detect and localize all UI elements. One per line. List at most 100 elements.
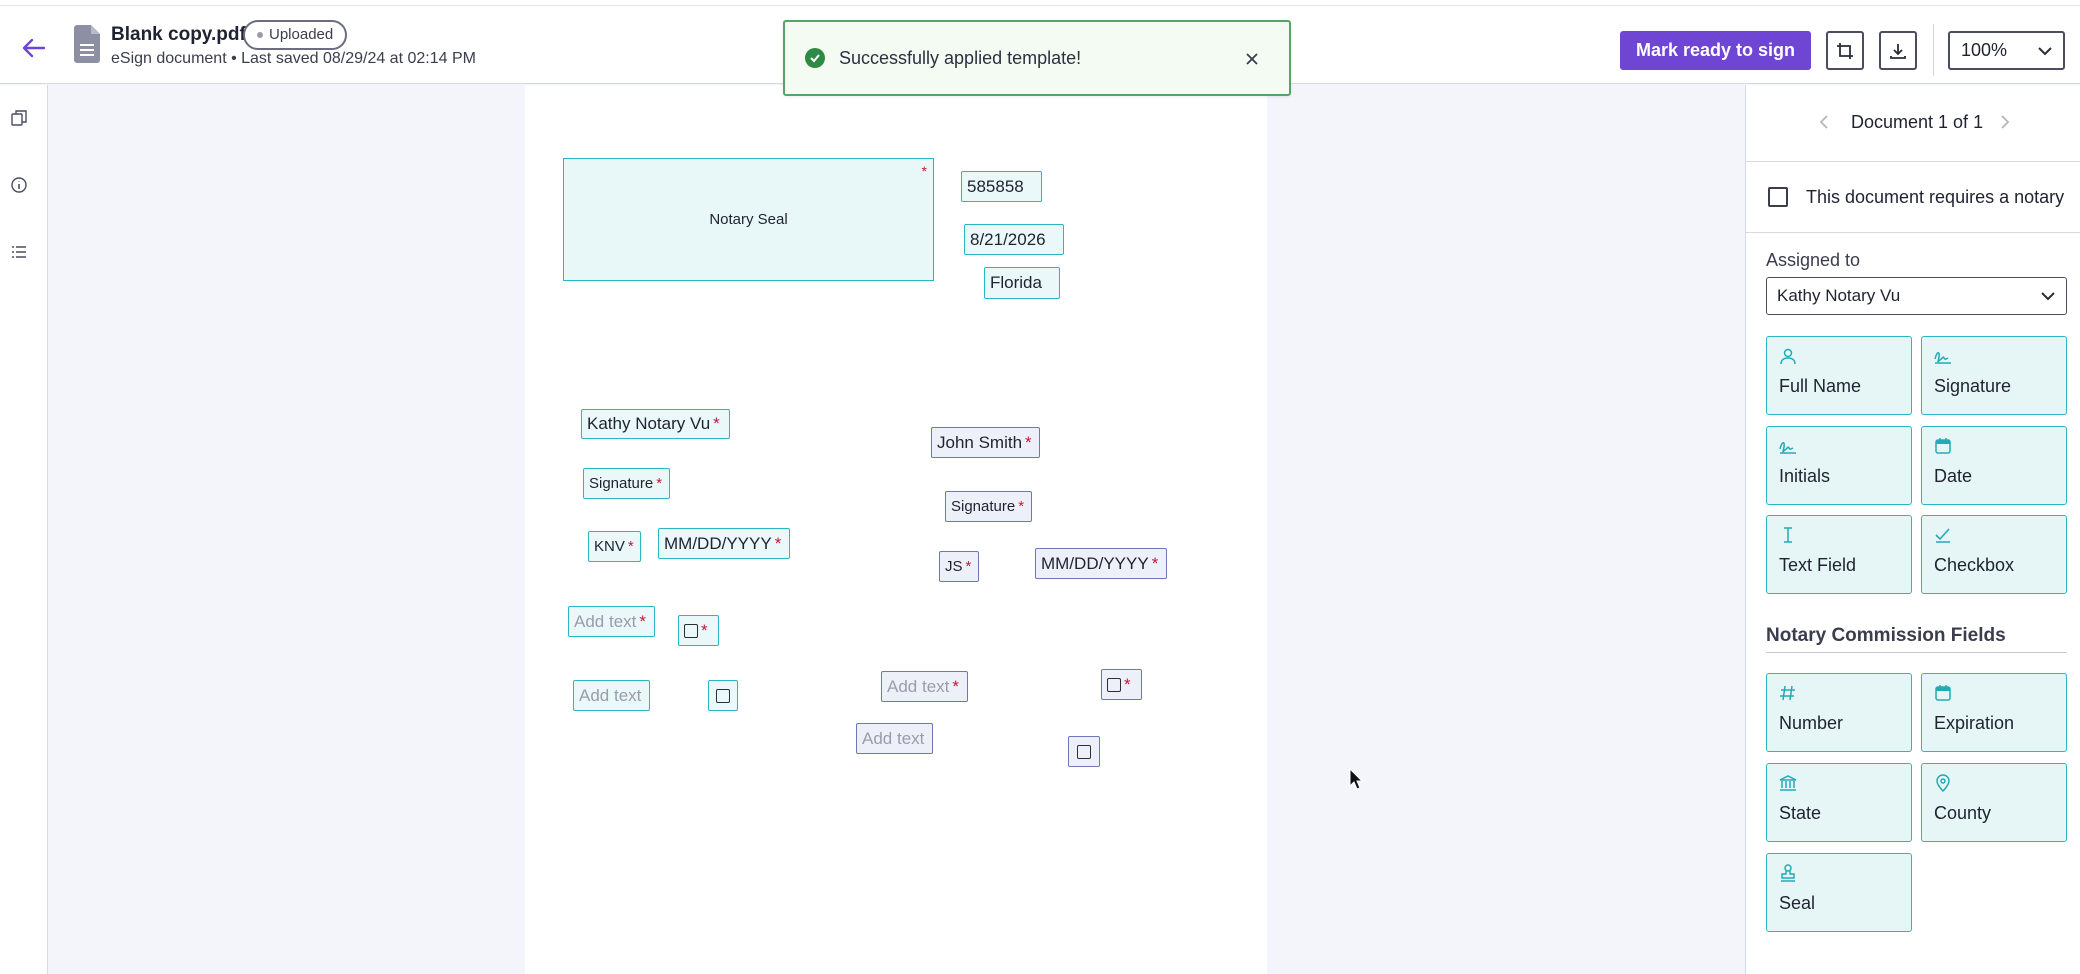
- zoom-value: 100%: [1961, 40, 2008, 60]
- commission-card-label: State: [1779, 803, 1822, 823]
- required-mark: *: [952, 676, 959, 696]
- notary-required-row: This document requires a notary: [1746, 163, 2080, 233]
- field-card-initials[interactable]: Initials: [1766, 426, 1912, 505]
- notary-required-checkbox[interactable]: [1768, 187, 1788, 207]
- document-title: Blank copy.pdf: [111, 24, 246, 45]
- field-card-label: Text Field: [1779, 555, 1857, 575]
- commission-card-expiration[interactable]: Expiration: [1921, 673, 2067, 752]
- commission-card-label: County: [1934, 803, 1992, 823]
- calendar-icon: [1935, 438, 1951, 454]
- chevron-right-icon[interactable]: [2000, 114, 2010, 130]
- required-mark: *: [774, 533, 782, 553]
- commission-card-label: Seal: [1779, 893, 1816, 913]
- hash-icon: [1780, 685, 1795, 701]
- download-button[interactable]: [1879, 31, 1917, 70]
- notary-name-field[interactable]: Kathy Notary Vu*: [581, 409, 730, 439]
- chevron-left-icon[interactable]: [1819, 114, 1829, 130]
- notary-seal-field[interactable]: Notary Seal *: [563, 158, 934, 281]
- assigned-to-value: Kathy Notary Vu: [1777, 286, 1901, 305]
- signer-checkbox-required[interactable]: *: [1101, 669, 1142, 700]
- checkbox-icon: [716, 688, 730, 703]
- required-mark: *: [701, 620, 708, 640]
- checkmark-icon: [1935, 528, 1950, 543]
- fields-panel: Document 1 of 1 This document requires a…: [1745, 85, 2080, 974]
- success-check-icon: [805, 48, 825, 68]
- chevron-down-icon: [2041, 292, 2055, 301]
- notary-checkbox[interactable]: [708, 680, 738, 711]
- bank-icon: [1779, 775, 1797, 791]
- signer-text-field-required[interactable]: Add text*: [881, 671, 968, 702]
- field-card-full-name[interactable]: Full Name: [1766, 336, 1912, 415]
- required-mark: *: [1124, 674, 1131, 694]
- signer-checkbox[interactable]: [1068, 736, 1100, 767]
- notary-signature-label: Signature: [589, 475, 654, 492]
- signer-signature-field[interactable]: Signature*: [945, 491, 1032, 522]
- signer-initials-value: JS: [945, 558, 963, 575]
- notary-text-field-required[interactable]: Add text*: [568, 606, 655, 637]
- crop-button[interactable]: [1826, 31, 1864, 70]
- toast-close-button[interactable]: [1241, 48, 1263, 70]
- mark-ready-button[interactable]: Mark ready to sign: [1620, 31, 1811, 70]
- required-mark: *: [1018, 498, 1025, 515]
- required-mark: *: [713, 414, 720, 433]
- status-dot-icon: [257, 32, 263, 38]
- commission-expiration-value: 8/21/2026: [970, 229, 1046, 249]
- left-toolbar: [0, 85, 48, 974]
- assigned-to-select[interactable]: Kathy Notary Vu: [1766, 277, 2067, 315]
- arrow-left-icon: [22, 38, 46, 58]
- field-card-label: Checkbox: [1934, 555, 2015, 575]
- notary-initials-value: KNV: [594, 538, 625, 555]
- notary-date-field[interactable]: MM/DD/YYYY*: [658, 528, 790, 559]
- signature-icon: [1934, 352, 1951, 364]
- field-card-checkbox[interactable]: Checkbox: [1921, 515, 2067, 594]
- commission-card-label: Number: [1779, 713, 1844, 733]
- field-card-signature[interactable]: Signature: [1921, 336, 2067, 415]
- zoom-select[interactable]: 100%: [1948, 31, 2065, 70]
- assigned-to-label: Assigned to: [1766, 250, 1861, 270]
- required-mark: *: [639, 611, 646, 631]
- text-placeholder: Add text: [579, 685, 642, 705]
- status-badge: Uploaded: [243, 20, 348, 50]
- commission-card-county[interactable]: County: [1921, 763, 2067, 842]
- info-button[interactable]: [10, 176, 28, 194]
- required-mark: *: [656, 475, 663, 492]
- toast-message: Successfully applied template!: [839, 47, 1082, 68]
- required-mark: *: [965, 558, 972, 575]
- signer-name-value: John Smith: [937, 432, 1023, 452]
- signer-text-field[interactable]: Add text: [856, 723, 933, 754]
- back-button[interactable]: [18, 32, 50, 64]
- notary-initials-field[interactable]: KNV*: [588, 531, 641, 562]
- notary-signature-field[interactable]: Signature*: [583, 468, 670, 499]
- copy-pages-icon: [11, 110, 27, 126]
- initials-icon: [1779, 442, 1796, 454]
- commission-state-field[interactable]: Florida: [984, 267, 1060, 299]
- field-card-label: Full Name: [1779, 376, 1862, 396]
- document-navigator: Document 1 of 1: [1746, 85, 2080, 162]
- commission-number-field[interactable]: 585858: [961, 171, 1042, 202]
- notary-date-placeholder: MM/DD/YYYY: [664, 533, 772, 553]
- pages-button[interactable]: [10, 109, 28, 127]
- required-mark: *: [1151, 553, 1159, 573]
- commission-card-state[interactable]: State: [1766, 763, 1912, 842]
- required-mark: *: [921, 163, 927, 179]
- location-pin-icon: [1936, 774, 1950, 792]
- signer-name-field[interactable]: John Smith*: [931, 427, 1040, 458]
- field-list-button[interactable]: [10, 243, 28, 261]
- commission-card-label: Expiration: [1934, 713, 2015, 733]
- commission-card-number[interactable]: Number: [1766, 673, 1912, 752]
- notary-checkbox-required[interactable]: *: [678, 615, 719, 646]
- commission-section-title: Notary Commission Fields: [1766, 625, 2006, 646]
- document-counter: Document 1 of 1: [1851, 112, 1984, 132]
- signer-date-field[interactable]: MM/DD/YYYY*: [1035, 548, 1167, 579]
- commission-expiration-field[interactable]: 8/21/2026: [964, 224, 1064, 255]
- text-placeholder: Add text: [887, 676, 950, 696]
- required-mark: *: [1025, 432, 1032, 452]
- signer-signature-label: Signature: [951, 498, 1016, 515]
- notary-text-field[interactable]: Add text: [573, 680, 650, 711]
- commission-card-seal[interactable]: Seal: [1766, 853, 1912, 932]
- field-card-text-field[interactable]: Text Field: [1766, 515, 1912, 594]
- chevron-down-icon: [2038, 47, 2052, 56]
- field-card-date[interactable]: Date: [1921, 426, 2067, 505]
- required-mark: *: [627, 538, 634, 555]
- signer-initials-field[interactable]: JS*: [939, 551, 979, 582]
